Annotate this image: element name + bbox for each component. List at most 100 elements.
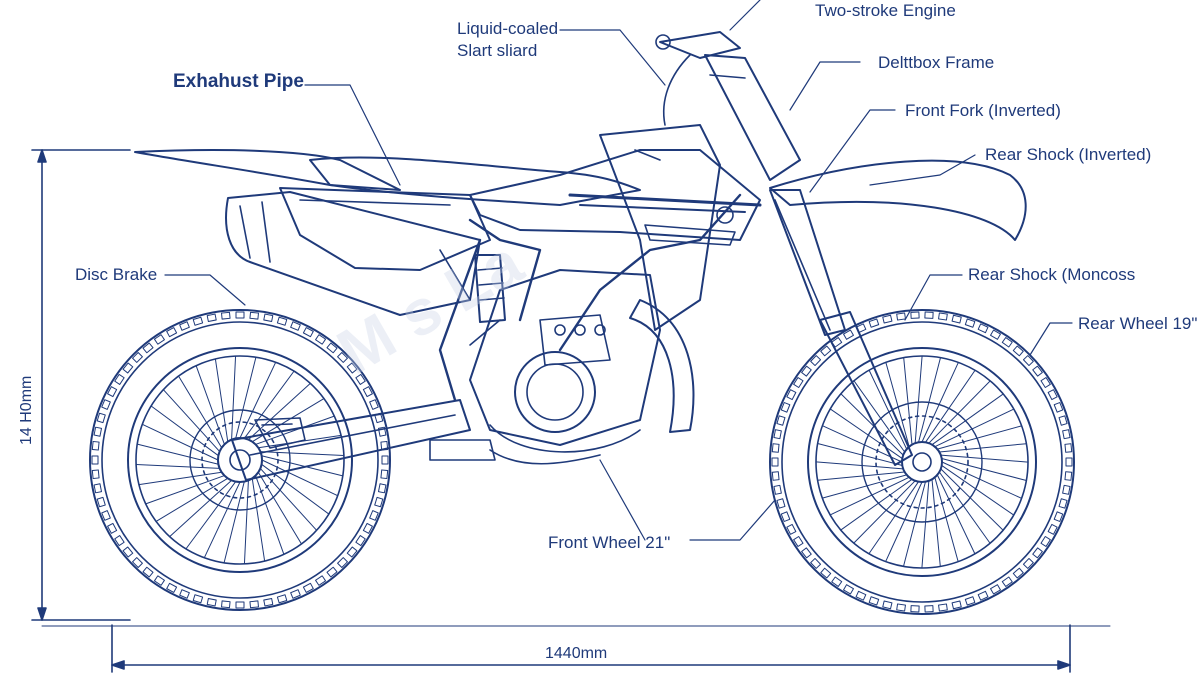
handlebar bbox=[655, 31, 741, 126]
tire-knob bbox=[263, 597, 274, 607]
spoke bbox=[155, 477, 229, 522]
spoke bbox=[239, 361, 277, 439]
front-wheel-spokes bbox=[815, 355, 1029, 569]
tire-knob bbox=[964, 318, 976, 328]
tire-knob bbox=[91, 455, 99, 465]
tire-knob bbox=[771, 471, 780, 481]
tire-knob bbox=[855, 590, 867, 601]
tire-knob bbox=[302, 327, 314, 338]
tire-knob bbox=[362, 386, 373, 398]
spoke bbox=[918, 357, 942, 443]
front-fork bbox=[769, 189, 913, 466]
spoke bbox=[868, 369, 908, 450]
spoke bbox=[938, 443, 1027, 453]
tire-knob bbox=[882, 600, 893, 610]
tire-knob bbox=[1032, 365, 1043, 377]
tire-knob bbox=[1065, 457, 1073, 467]
tire-knob bbox=[801, 365, 812, 377]
tire-knob bbox=[326, 342, 338, 354]
tire-knob bbox=[1047, 523, 1058, 535]
tire-knob bbox=[380, 469, 389, 479]
spoke bbox=[135, 463, 221, 469]
tire-knob bbox=[337, 352, 348, 363]
tire-knob bbox=[142, 566, 154, 578]
spoke bbox=[214, 358, 229, 443]
spoke bbox=[940, 468, 1004, 531]
tire-knob bbox=[771, 457, 779, 467]
tire-knob bbox=[1040, 377, 1051, 389]
tire-knob bbox=[896, 603, 906, 612]
tire-knob bbox=[132, 557, 143, 568]
spoke bbox=[941, 458, 1027, 482]
exhaust-muffler bbox=[225, 191, 481, 316]
label-liquid-cooled: Liquid-coaled Slart sliard bbox=[457, 19, 559, 60]
tire-knob bbox=[1047, 389, 1058, 401]
tire-knob bbox=[355, 373, 366, 385]
spoke bbox=[195, 365, 225, 445]
tire-knob bbox=[276, 594, 288, 604]
tire-knob bbox=[793, 377, 804, 389]
tire-knob bbox=[1064, 471, 1073, 481]
tire-knob bbox=[122, 546, 134, 558]
tire-knob bbox=[810, 557, 822, 569]
tire-knob bbox=[1001, 576, 1013, 588]
tire-knob bbox=[107, 522, 118, 534]
tire-knob bbox=[114, 373, 125, 385]
frame bbox=[438, 193, 742, 402]
tire-knob bbox=[1064, 443, 1073, 453]
tire-knob bbox=[355, 535, 366, 547]
front-disc-brake bbox=[861, 401, 983, 523]
spoke bbox=[829, 408, 903, 460]
spoke bbox=[261, 459, 339, 497]
tire-knob bbox=[114, 535, 125, 547]
spoke bbox=[136, 443, 219, 465]
spoke bbox=[853, 380, 906, 453]
tire-knob bbox=[964, 596, 976, 606]
spoke bbox=[185, 481, 237, 550]
tire-knob bbox=[101, 510, 111, 521]
leader-lines bbox=[164, 0, 1073, 541]
tire-knob bbox=[801, 547, 812, 559]
label-front-fork: Front Fork (Inverted) bbox=[905, 101, 1061, 120]
tire-knob bbox=[1001, 336, 1013, 348]
tire-knob bbox=[820, 567, 832, 579]
spoke bbox=[251, 477, 266, 562]
spoke bbox=[138, 471, 223, 486]
label-deltabox-frame: Delttbox Frame bbox=[878, 53, 995, 72]
height-dimension-label: 14 H0mm bbox=[18, 375, 35, 445]
tire-knob bbox=[910, 311, 920, 319]
tire-knob bbox=[1058, 415, 1068, 426]
tire-knob bbox=[1053, 402, 1064, 413]
tire-knob bbox=[192, 316, 204, 326]
spoke bbox=[243, 370, 295, 439]
spoke bbox=[914, 355, 923, 444]
spoke bbox=[150, 405, 219, 457]
tire-knob bbox=[263, 313, 274, 323]
tire-knob bbox=[1040, 535, 1051, 547]
length-dimension-label: 1440mm bbox=[545, 645, 608, 662]
tire-knob bbox=[369, 399, 379, 410]
rear-fender bbox=[134, 149, 401, 191]
spoke bbox=[243, 479, 249, 565]
spoke bbox=[928, 380, 991, 444]
tire-knob bbox=[192, 594, 204, 604]
tire-knob bbox=[771, 443, 780, 453]
tire-knob bbox=[810, 355, 822, 367]
tire-knob bbox=[1022, 557, 1034, 569]
tire-knob bbox=[1032, 547, 1043, 559]
tire-knob bbox=[101, 399, 111, 410]
tire-knob bbox=[843, 584, 854, 595]
tire-knob bbox=[107, 386, 118, 398]
tire-knob bbox=[369, 510, 379, 521]
spoke bbox=[921, 361, 959, 443]
label-front-wheel: Front Wheel 21" bbox=[548, 533, 671, 552]
spoke bbox=[203, 481, 241, 559]
spoke bbox=[829, 476, 910, 516]
tire-knob bbox=[1058, 498, 1068, 509]
tire-knob bbox=[776, 498, 786, 509]
tire-knob bbox=[776, 415, 786, 426]
spoke bbox=[255, 415, 335, 445]
tire-knob bbox=[153, 575, 165, 586]
spoke bbox=[853, 480, 916, 544]
spoke bbox=[924, 369, 976, 443]
